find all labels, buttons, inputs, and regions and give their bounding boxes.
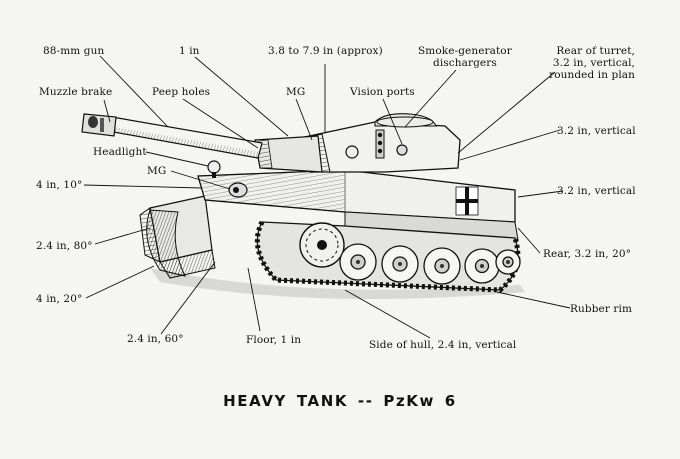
label-mg-turret: MG — [286, 86, 306, 98]
label-front-lower: 4 in, 20° — [36, 293, 83, 305]
label-hull-side-upper: 3.2 in, vertical — [557, 185, 636, 197]
ground-shadow — [150, 268, 525, 300]
mg-turret-port — [345, 145, 359, 159]
diagram-caption: HEAVY TANK -- PzKw 6 — [223, 392, 457, 410]
label-turret-front-1in: 1 in — [179, 45, 200, 57]
superstructure-front-face — [197, 169, 346, 213]
leader-lines — [83, 55, 571, 339]
label-turret-rear-line-3: rounded in plan — [549, 69, 635, 81]
headlight — [207, 160, 221, 174]
muzzle-brake — [81, 113, 117, 137]
cross-emblem — [455, 186, 479, 216]
cupola-top — [376, 116, 434, 128]
label-lower-nose: 2.4 in, 60° — [127, 333, 184, 345]
label-mg-hull: MG — [147, 165, 167, 177]
label-vision-ports: Vision ports — [350, 86, 415, 98]
label-peep-holes: Peep holes — [152, 86, 211, 98]
label-88mm-gun: 88-mm gun — [43, 45, 105, 57]
label-turret-side: 3.2 in, vertical — [557, 125, 636, 137]
label-smoke-line-2: dischargers — [433, 57, 497, 69]
label-turret-rear: Rear of turret, 3.2 in, vertical, rounde… — [530, 45, 635, 81]
label-front-glacis: 2.4 in, 80° — [36, 240, 93, 252]
label-hull-side: Side of hull, 2.4 in, vertical — [369, 339, 517, 351]
label-muzzle-brake: Muzzle brake — [39, 86, 113, 98]
gun-barrel-shade — [108, 126, 260, 158]
smoke-dischargers — [375, 129, 385, 159]
label-smoke-line-1: Smoke-generator — [418, 45, 512, 57]
label-turret-rear-line-2: 3.2 in, vertical, — [552, 57, 635, 69]
label-front-upper: 4 in, 10° — [36, 179, 83, 191]
label-rubber-rim: Rubber rim — [570, 303, 633, 315]
label-turret-top-thickness: 3.8 to 7.9 in (approx) — [268, 45, 383, 57]
front-track — [146, 209, 186, 277]
label-smoke-generator: Smoke-generator dischargers — [418, 45, 512, 69]
drive-sprocket — [299, 222, 345, 268]
vision-port — [396, 144, 408, 156]
label-rear: Rear, 3.2 in, 20° — [543, 248, 632, 260]
label-headlight: Headlight — [93, 146, 147, 158]
label-floor: Floor, 1 in — [246, 334, 302, 346]
label-turret-rear-line-1: Rear of turret, — [556, 45, 635, 57]
